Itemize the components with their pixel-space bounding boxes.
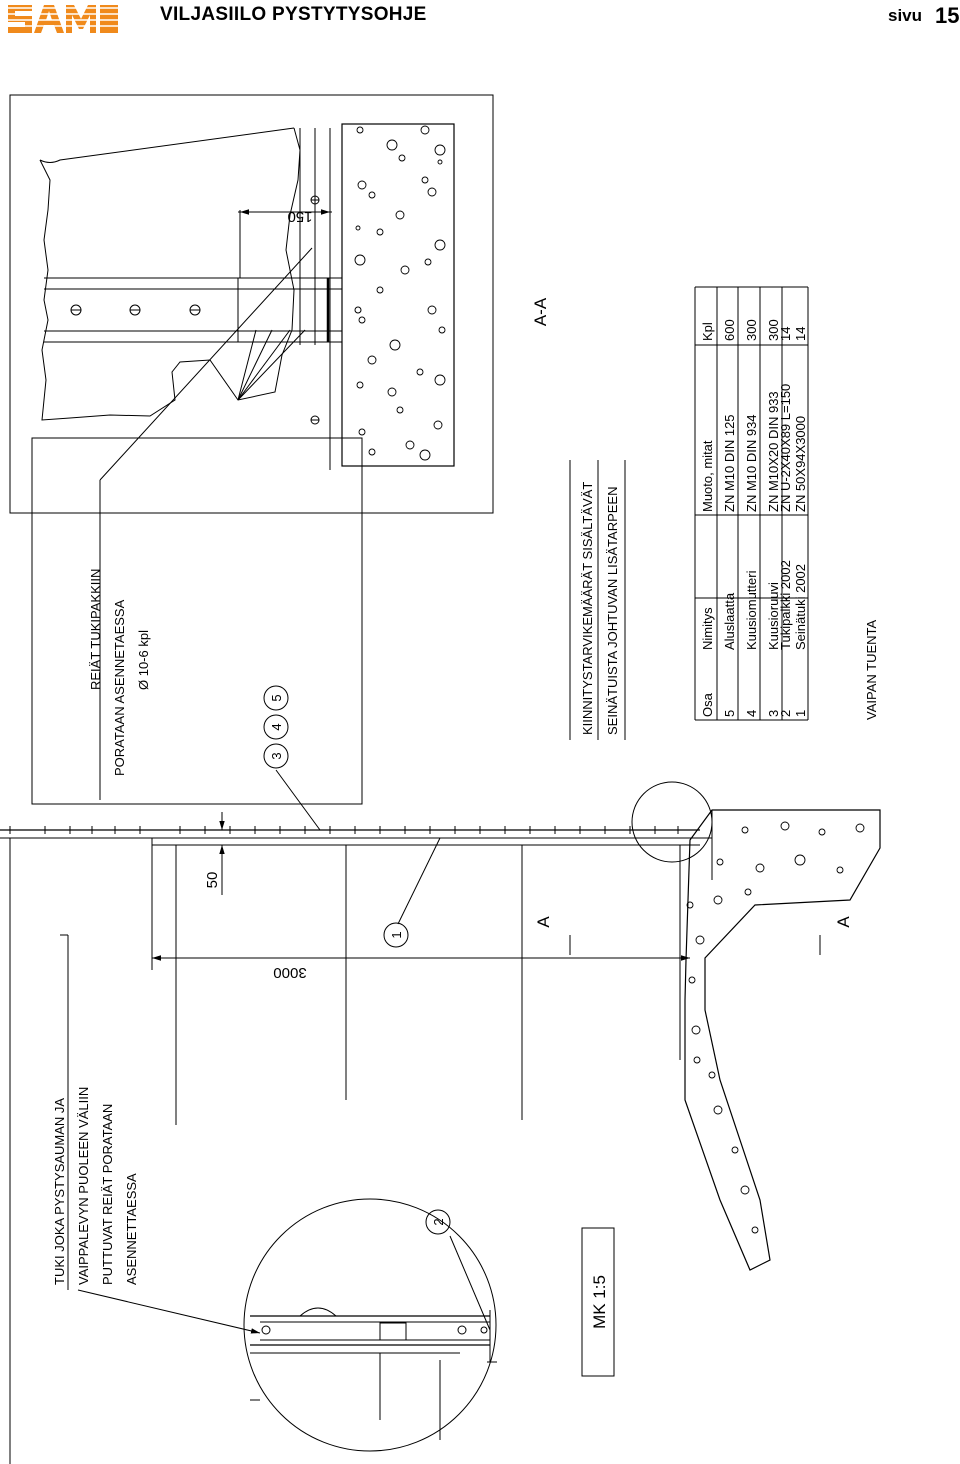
concrete-hatch <box>354 125 446 461</box>
dim-3000: 3000 <box>273 964 306 981</box>
page-number: 15 <box>935 3 960 28</box>
table-row-1-osa: 1 <box>793 710 808 717</box>
section-detail-view <box>9 94 494 805</box>
section-mark-a-2: A <box>834 916 853 928</box>
dim-50: 50 <box>204 872 221 889</box>
balloon-1-label: 1 <box>389 931 404 938</box>
dim-150: 150 <box>287 208 312 225</box>
holes-note-line-2: PORATAAN ASENNETAESSA <box>112 599 127 776</box>
sami-logo <box>6 5 120 33</box>
drawing-labels: 150 A-A REIÄT TUKIPAKKIIN PORATAAN ASENN… <box>52 208 879 1329</box>
section-mark-a-1: A <box>534 916 553 928</box>
balloon-4 <box>263 714 289 740</box>
balloon-3 <box>263 743 289 769</box>
table-row-3-nimitys: Kuusioruuvi <box>766 582 781 650</box>
foundation-hatch <box>686 821 865 1234</box>
table-row-4-kpl: 300 <box>744 319 759 341</box>
balloon-2-label: 2 <box>431 1218 446 1225</box>
holes-note-line-1: REIÄT TUKIPAKKIIN <box>88 569 103 690</box>
table-row-5-kpl: 600 <box>722 319 737 341</box>
assembly-title: VAIPAN TUENTA <box>864 620 879 720</box>
table-row-2-kpl: 14 <box>778 327 793 341</box>
table-header-nimitys: Nimitys <box>700 607 715 650</box>
part-balloons <box>263 685 451 1235</box>
balloon-4-label: 4 <box>269 723 284 730</box>
table-row-3-osa: 3 <box>766 710 781 717</box>
parts-table: Osa Nimitys Muoto, mitat Kpl 5 Aluslaatt… <box>700 319 808 717</box>
table-row-4-osa: 4 <box>744 710 759 717</box>
balloon-5-label: 5 <box>269 694 284 701</box>
table-row-1-nimitys: Seinätuki 2002 <box>793 564 808 650</box>
balloon-5 <box>263 685 289 711</box>
table-row-5-muoto: ZN M10 DIN 125 <box>722 414 737 512</box>
table-header-osa: Osa <box>700 692 715 717</box>
balloon-1 <box>383 922 409 948</box>
fasteners-note-line-1: KIINNITYSTARVIKEMÄÄRÄT SISÄLTÄVÄT <box>580 482 595 735</box>
table-header-muoto: Muoto, mitat <box>700 440 715 512</box>
table-row-5-nimitys: Aluslaatta <box>722 592 737 650</box>
assembly-view <box>0 286 881 1464</box>
table-row-5-osa: 5 <box>722 710 737 717</box>
support-note-line-3: PUTTUVAT REIÄT PORATAAN <box>100 1104 115 1285</box>
bolt-hole-markers <box>70 195 362 425</box>
seam-tick-marks <box>9 826 679 834</box>
table-row-4-nimitys: Kuusiomutteri <box>744 570 759 650</box>
table-row-3-muoto: ZN M10X20 DIN 933 <box>766 391 781 512</box>
page-header: VILJASIILO PYSTYTYSOHJE sivu 15 <box>0 0 960 40</box>
table-row-2-osa: 2 <box>778 710 793 717</box>
table-row-2-nimitys: Tukipalkki 2002 <box>778 560 793 650</box>
scale-label: MK 1:5 <box>590 1275 609 1329</box>
balloon-2 <box>425 1209 451 1235</box>
table-row-2-muoto: ZN U-2X40X89 L=150 <box>778 384 793 512</box>
section-view-label: A-A <box>531 297 550 326</box>
support-note-line-2: VAIPPALEVYN PUOLEEN VÄLIIN <box>76 1087 91 1285</box>
support-note-line-1: TUKI JOKA PYSTYSAUMAN JA <box>52 1098 67 1285</box>
table-row-3-kpl: 300 <box>766 319 781 341</box>
holes-note-line-3: Ø 10-6 kpl <box>136 630 151 690</box>
fasteners-note-line-2: SEINÄTUISTA JOHTUVAN LISÄTARPEEN <box>605 487 620 736</box>
page-label: sivu <box>888 6 923 25</box>
table-row-1-muoto: ZN 50X94X3000 <box>793 416 808 512</box>
document-title: VILJASIILO PYSTYTYSOHJE <box>160 4 427 25</box>
balloon-3-label: 3 <box>269 752 284 759</box>
table-row-4-muoto: ZN M10 DIN 934 <box>744 414 759 512</box>
table-header-kpl: Kpl <box>700 322 715 341</box>
support-note-line-4: ASENNETTAESSA <box>124 1173 139 1285</box>
table-row-1-kpl: 14 <box>793 327 808 341</box>
